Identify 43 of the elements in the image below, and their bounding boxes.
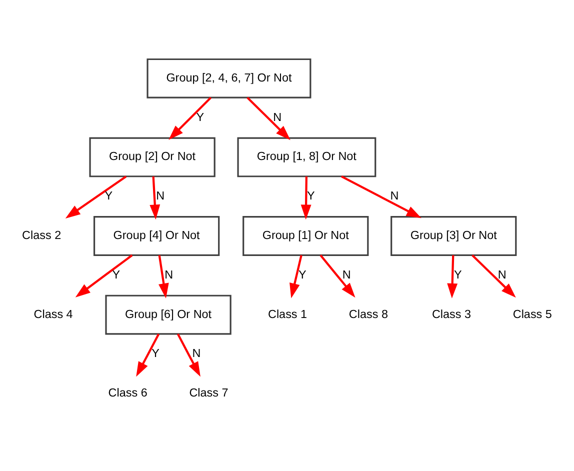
arrow [65,175,127,218]
node-text: Class 2 [22,228,62,242]
edge-label: N [390,189,399,202]
arrow [447,254,458,298]
node-box: Group [1, 8] Or Not [237,136,376,177]
arrow [246,96,290,140]
edge-label: N [192,346,201,360]
edge-label: Y [104,189,113,202]
node-box: Group [2] Or Not [89,136,216,177]
arrow [150,176,160,220]
node-text: Class 3 [432,307,472,320]
arrow [290,254,302,298]
node-text: Class 5 [512,307,552,320]
node-box: Group [1] Or Not [242,216,369,256]
node-text: Class 8 [348,307,388,320]
edge-label: N [342,268,351,281]
edge-label: Y [112,268,120,281]
arrow [320,254,356,298]
arrow [75,254,133,297]
node-text: Class 4 [34,307,73,320]
arrow [158,254,169,298]
edge-label: N [498,268,506,281]
edge-label: N [156,189,165,202]
node-box: Group [4] Or Not [94,216,220,256]
edge-label: Y [196,110,204,124]
arrow [472,254,516,298]
edge-label: Y [307,189,315,202]
node-text: Class 6 [108,386,148,400]
node-box: Group [3] Or Not [390,216,517,256]
edge-label: Y [454,268,462,281]
node-text: Class 1 [268,307,308,320]
arrow [136,333,160,376]
edge-label: N [273,110,282,124]
arrow [341,175,422,218]
edge-label: Y [152,346,160,360]
arrow [168,96,212,140]
arrow [176,333,200,376]
node-box: Group [6] Or Not [105,294,232,334]
arrow [300,176,312,220]
edge-label: Y [298,268,306,281]
node-text: Class 7 [189,386,228,400]
node-box: Group [2, 4, 6, 7] Or Not [146,58,312,98]
edge-label: N [164,268,174,281]
